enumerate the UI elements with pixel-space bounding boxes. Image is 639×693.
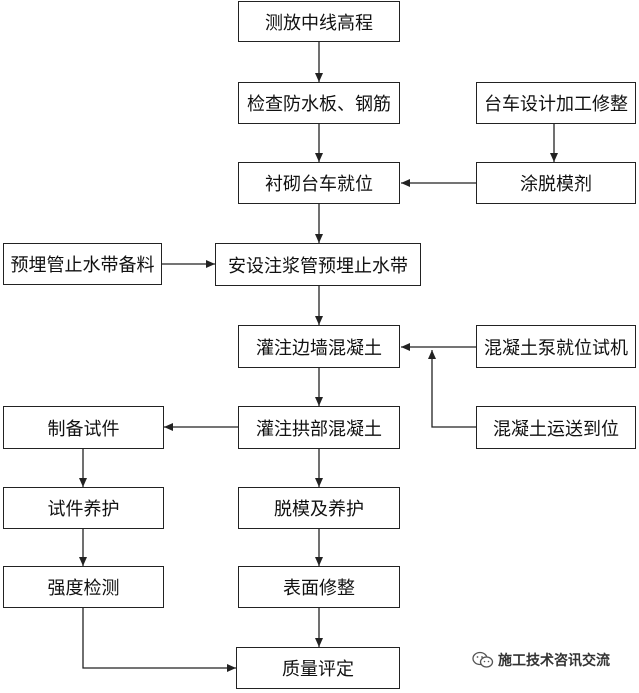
watermark-text: 施工技术咨讯交流 — [498, 653, 610, 669]
step-inspect: 检查防水板、钢筋 — [238, 82, 400, 124]
arrow-strength-quality — [82, 608, 236, 672]
step-trolley-design: 台车设计加工修整 — [476, 82, 636, 124]
step-pour-side: 灌注边墙混凝土 — [238, 325, 400, 368]
step-specimen-cure: 试件养护 — [3, 487, 164, 529]
watermark: 施工技术咨讯交流 — [472, 650, 610, 670]
step-demold-cure: 脱模及养护 — [238, 487, 400, 529]
step-install-grout: 安设注浆管预埋止水带 — [215, 243, 421, 286]
step-measure: 测放中线高程 — [238, 1, 400, 42]
step-surface-fix: 表面修整 — [238, 566, 400, 608]
arrow-delivery-pourside — [428, 350, 476, 428]
step-embed-materials: 预埋管止水带备料 — [3, 243, 162, 285]
step-release-agent: 涂脱模剂 — [476, 162, 636, 204]
step-trolley-position: 衬砌台车就位 — [238, 162, 400, 204]
step-pour-arch: 灌注拱部混凝土 — [238, 406, 400, 449]
step-make-specimen: 制备试件 — [3, 406, 164, 449]
step-pump-test: 混凝土泵就位试机 — [476, 325, 636, 368]
wechat-icon — [472, 651, 494, 668]
step-concrete-delivery: 混凝土运送到位 — [476, 406, 636, 449]
step-strength-test: 强度检测 — [3, 566, 164, 608]
step-quality-eval: 质量评定 — [236, 647, 400, 689]
